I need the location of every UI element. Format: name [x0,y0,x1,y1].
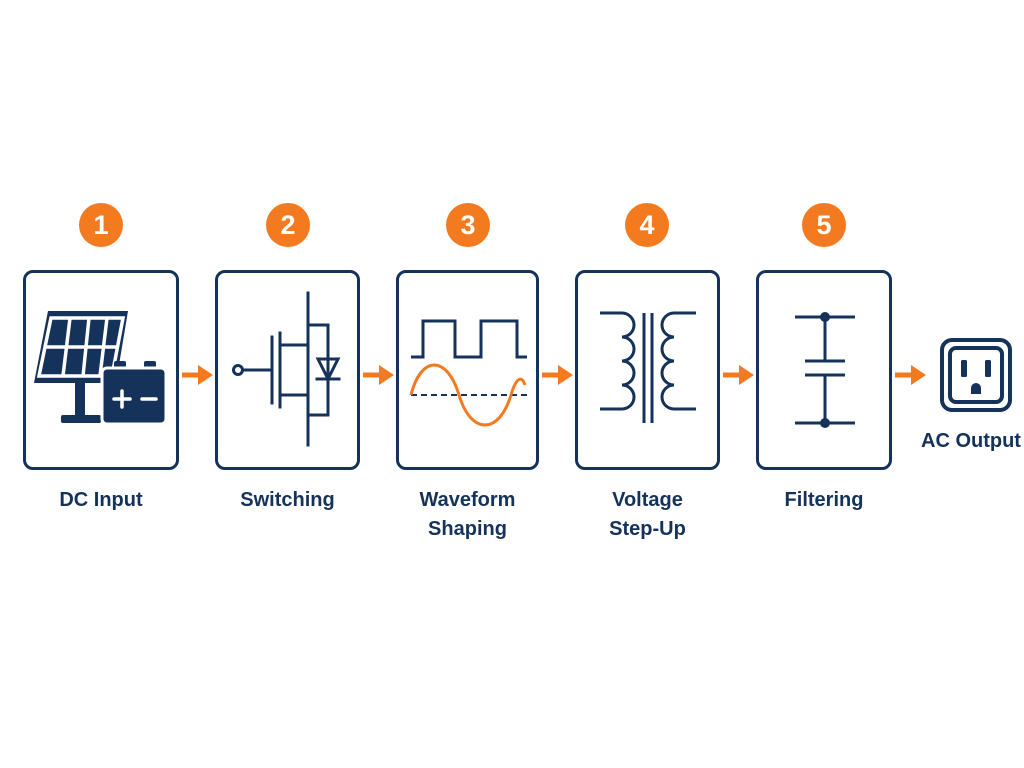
capacitor-icon [795,312,855,428]
step-3-box [396,270,539,470]
step-3-label-line2: Shaping [428,518,507,540]
arrow-4-to-5-icon [723,365,754,385]
waveform-icon [409,319,527,427]
solar-panel-battery-icon [34,311,168,426]
step-4-label-line2: Step-Up [609,518,686,540]
step-3-number: 3 [460,209,476,240]
step-1-number: 1 [93,209,109,240]
step-1-label: DC Input [23,486,179,515]
arrow-3-to-4-icon [542,365,573,385]
step-2-label-line1: Switching [240,489,335,511]
output-label: AC Output [918,427,1024,456]
step-1-box [23,270,179,470]
mosfet-switch-icon [232,291,341,447]
step-1-label-line1: DC Input [59,489,143,511]
step-2-number: 2 [280,209,296,240]
step-3-badge: 3 [446,203,490,247]
step-5-label: Filtering [756,486,892,515]
arrow-5-to-output-icon [895,365,926,385]
step-5-number: 5 [816,209,832,240]
step-5-badge: 5 [802,203,846,247]
step-5-label-line1: Filtering [784,489,864,511]
ac-outlet-icon [940,338,1012,412]
output-label-text: AC Output [921,430,1021,452]
step-1-badge: 1 [79,203,123,247]
step-4-label-line1: Voltage [612,489,683,511]
step-4-label: Voltage Step-Up [575,486,720,544]
arrow-2-to-3-icon [363,365,394,385]
step-4-number: 4 [639,209,655,240]
step-2-badge: 2 [266,203,310,247]
transformer-icon [600,311,696,423]
arrow-1-to-2-icon [182,365,213,385]
step-5-box [756,270,892,470]
step-3-label: Waveform Shaping [396,486,539,544]
step-4-box [575,270,720,470]
step-4-badge: 4 [625,203,669,247]
step-2-label: Switching [215,486,360,515]
step-2-box [215,270,360,470]
step-3-label-line1: Waveform [419,489,516,511]
